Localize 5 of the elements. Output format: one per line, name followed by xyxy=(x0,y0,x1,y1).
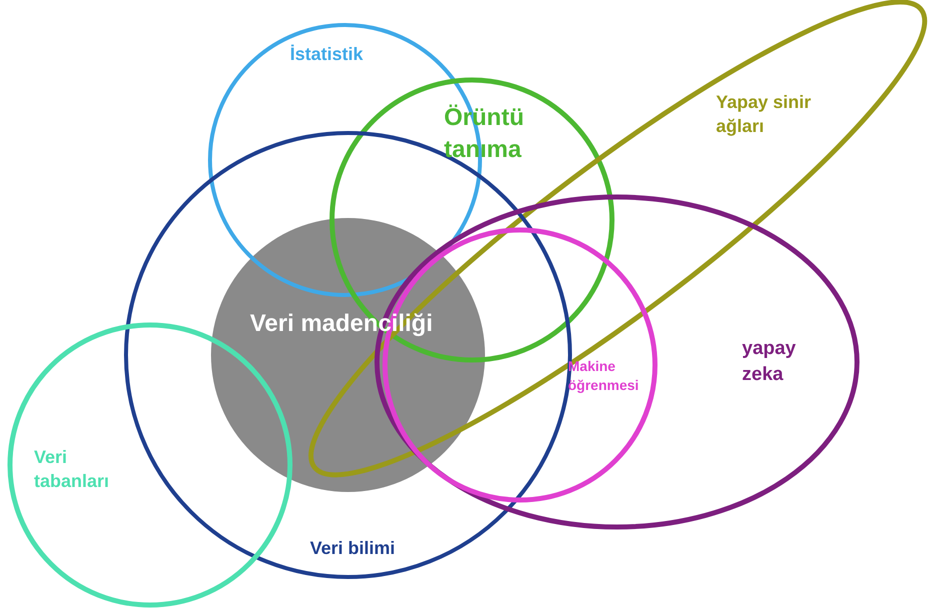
set-label: Veri bilimi xyxy=(310,537,396,560)
set-label: yapay zeka xyxy=(742,337,797,387)
set-label: Veri tabanları xyxy=(34,446,110,494)
set-label: Yapay sinir ağları xyxy=(716,90,812,138)
set-label: İstatistik xyxy=(290,43,364,66)
